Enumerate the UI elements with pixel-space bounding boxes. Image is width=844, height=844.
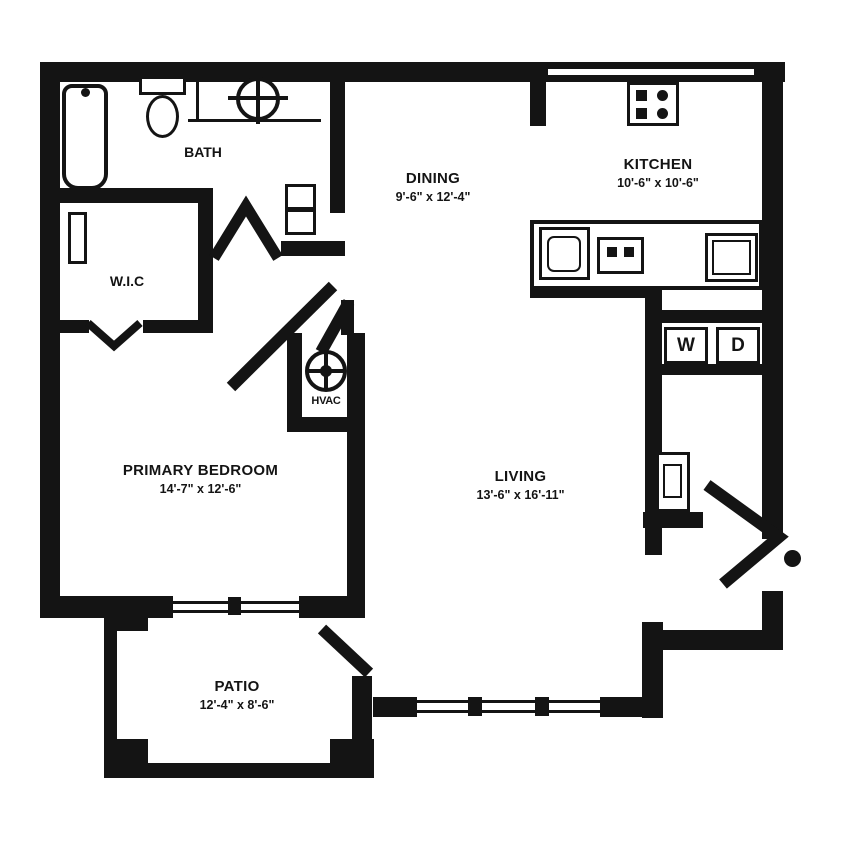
burner-icon bbox=[657, 90, 668, 101]
room-dims: 9'-6" x 12'-4" bbox=[395, 190, 471, 205]
living-window-mullion-2 bbox=[535, 697, 549, 716]
room-name: W.I.C bbox=[109, 273, 145, 289]
kitchen-sink-basin bbox=[547, 236, 581, 272]
room-dims: 14'-7" x 12'-6" bbox=[159, 482, 242, 497]
stove-icon bbox=[627, 82, 679, 126]
wall-top bbox=[40, 62, 785, 82]
wic-label: W.I.C bbox=[83, 272, 171, 291]
living-window-line-bottom bbox=[415, 710, 602, 713]
living-window-cap-right bbox=[600, 697, 644, 717]
wall-laundry-top bbox=[662, 310, 762, 323]
wall-bedroom-living-divider bbox=[347, 333, 365, 618]
burner-icon bbox=[636, 108, 647, 119]
hvac-label: HVAC bbox=[299, 394, 353, 409]
patio-wall-bottom bbox=[146, 763, 334, 778]
washer: W bbox=[664, 327, 708, 364]
vanity-divider bbox=[196, 76, 199, 121]
room-name: DINING bbox=[405, 170, 461, 187]
wall-kitchen-top-stub bbox=[530, 82, 546, 126]
hvac-text: HVAC bbox=[311, 395, 341, 407]
entry-door-swing bbox=[703, 480, 789, 589]
wall-hall-stub bbox=[281, 241, 345, 256]
fridge-inner bbox=[712, 240, 751, 275]
bedroom-door-leaf bbox=[315, 299, 355, 355]
bath-door-swing bbox=[209, 195, 283, 261]
wall-bedroom-bottom-left bbox=[40, 596, 173, 618]
wic-door-swing bbox=[85, 320, 143, 352]
toilet-bowl bbox=[146, 95, 179, 138]
patio-slider-mullion bbox=[228, 597, 241, 615]
burner-icon bbox=[657, 108, 668, 119]
dishwasher-knob-icon bbox=[624, 247, 634, 257]
room-name: PRIMARY BEDROOM bbox=[122, 462, 279, 479]
kitchen-window bbox=[548, 69, 754, 75]
room-dims: 13'-6" x 16'-11" bbox=[476, 488, 565, 503]
wall-living-right-step bbox=[642, 622, 663, 718]
wall-entry-bottom bbox=[662, 630, 783, 650]
bedroom-door-swing bbox=[226, 281, 338, 392]
washer-label: W bbox=[677, 334, 695, 356]
wall-heater-closet-bottom bbox=[643, 512, 703, 528]
living-window-line-top bbox=[415, 700, 602, 703]
patio-wall-left bbox=[104, 618, 117, 744]
wall-bedroom-bottom-right bbox=[299, 596, 357, 618]
dryer: D bbox=[716, 327, 760, 364]
room-name: PATIO bbox=[214, 678, 260, 695]
wic-shelf bbox=[68, 212, 87, 264]
patio-pillar-bottomright bbox=[330, 739, 374, 778]
burner-icon bbox=[636, 90, 647, 101]
kitchen-label: KITCHEN 10'-6" x 10'-6" bbox=[592, 155, 724, 192]
patio-pillar-bottomleft bbox=[104, 739, 148, 778]
room-name: LIVING bbox=[494, 468, 547, 485]
bathtub bbox=[62, 84, 108, 190]
room-dims: 10'-6" x 10'-6" bbox=[617, 176, 699, 191]
wall-bath-dining-divider bbox=[330, 62, 345, 213]
wall-wic-bottom-right bbox=[143, 320, 213, 333]
entry-door-knob-icon bbox=[784, 550, 801, 567]
wall-bath-wic-divider bbox=[40, 188, 213, 203]
living-label: LIVING 13'-6" x 16'-11" bbox=[438, 467, 603, 504]
wall-hvac-left bbox=[287, 333, 302, 432]
bathtub-faucet-icon bbox=[81, 88, 90, 97]
linen-shelf-upper bbox=[285, 184, 316, 210]
bath-label: BATH bbox=[158, 143, 248, 162]
patio-door-swing bbox=[317, 624, 374, 678]
water-heater-inner bbox=[663, 464, 682, 498]
dishwasher-knob-icon bbox=[607, 247, 617, 257]
dishwasher bbox=[597, 237, 644, 274]
dining-label: DINING 9'-6" x 12'-4" bbox=[368, 169, 498, 206]
bedroom-label: PRIMARY BEDROOM 14'-7" x 12'-6" bbox=[88, 461, 313, 498]
wall-hvac-bottom bbox=[287, 417, 365, 432]
room-dims: 12'-4" x 8'-6" bbox=[199, 698, 275, 713]
living-window-mullion-1 bbox=[468, 697, 482, 716]
hvac-fan-hub bbox=[320, 365, 332, 377]
patio-wall-right bbox=[352, 676, 372, 743]
wall-right-upper bbox=[762, 62, 783, 539]
linen-shelf-lower bbox=[285, 209, 316, 235]
wall-wic-right bbox=[198, 188, 213, 333]
patio-stub-topleft bbox=[104, 618, 148, 631]
wall-wic-bottom-left bbox=[40, 320, 89, 333]
room-name: BATH bbox=[184, 144, 222, 160]
toilet-tank bbox=[139, 76, 186, 95]
room-name: KITCHEN bbox=[623, 156, 693, 173]
dryer-label: D bbox=[731, 334, 745, 356]
wall-laundry-bottom bbox=[662, 364, 762, 375]
bath-sink-cross-v bbox=[256, 74, 260, 124]
living-window-cap-left bbox=[373, 697, 417, 717]
patio-label: PATIO 12'-4" x 8'-6" bbox=[172, 677, 302, 714]
